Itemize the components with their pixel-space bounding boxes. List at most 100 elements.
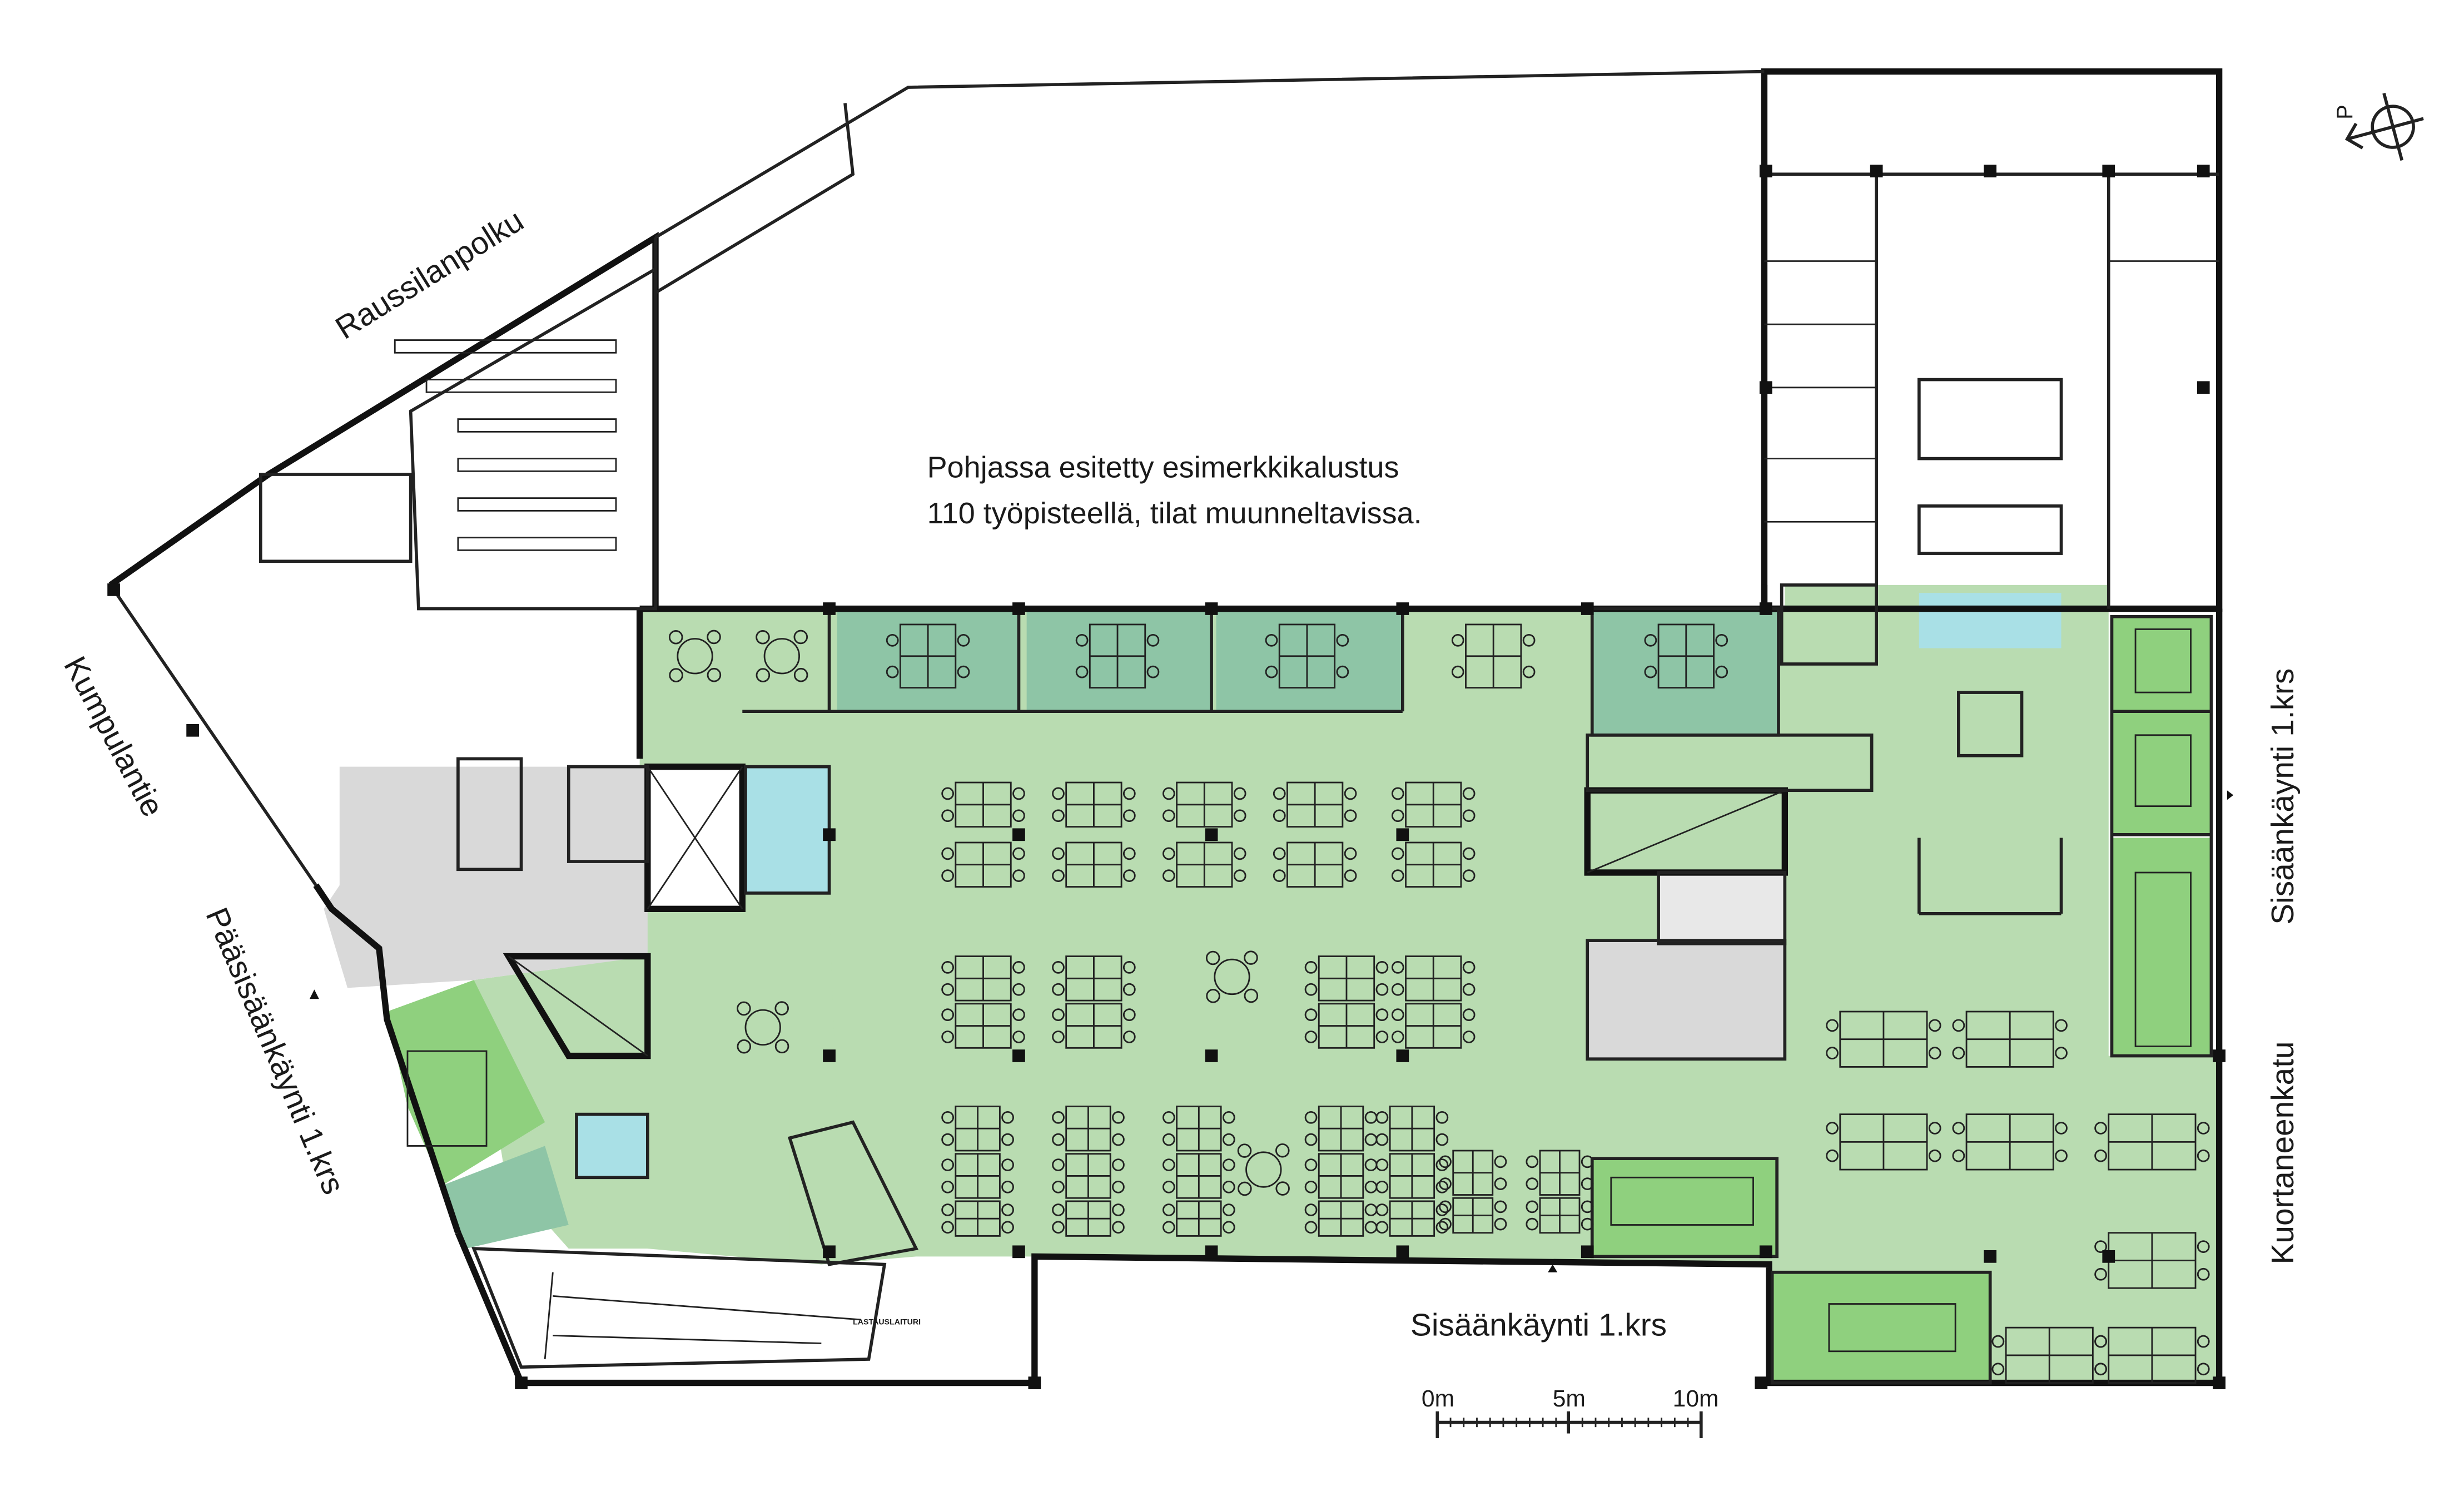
column <box>1205 602 1218 615</box>
chair <box>1162 869 1175 883</box>
desk-cluster <box>886 623 970 688</box>
chair <box>1112 1180 1125 1193</box>
chair <box>756 630 770 645</box>
chair <box>1462 787 1476 800</box>
chair <box>1012 847 1025 860</box>
core-lobby <box>324 766 648 988</box>
chair <box>1162 809 1175 823</box>
chair <box>1122 983 1136 996</box>
round-table <box>1205 950 1259 1003</box>
column <box>1396 828 1409 841</box>
wc-1 <box>745 766 829 893</box>
column <box>515 1376 528 1389</box>
chair <box>1075 665 1089 678</box>
column <box>1984 165 1997 177</box>
desk-cluster <box>1439 1197 1507 1234</box>
main-entrance-label: Pääsisäänkäynti 1.krs <box>198 903 351 1199</box>
chair <box>1435 1203 1449 1216</box>
column <box>1012 1049 1025 1062</box>
chair <box>1122 1008 1136 1022</box>
chair <box>1391 1031 1404 1043</box>
chair <box>1375 1133 1389 1146</box>
chair <box>1122 961 1136 974</box>
chair <box>1122 787 1136 800</box>
chair <box>1304 1180 1318 1193</box>
chair <box>2055 1047 2068 1059</box>
chair <box>1522 633 1536 647</box>
desk-cluster <box>1991 1326 2107 1384</box>
chair <box>1375 1111 1389 1124</box>
desk-cluster <box>1826 1011 1941 1068</box>
chair <box>737 1001 751 1016</box>
column <box>1396 1245 1409 1259</box>
chair <box>1826 1019 1839 1032</box>
chair <box>1052 983 1065 996</box>
chair <box>668 630 683 645</box>
chair <box>2197 1335 2210 1348</box>
column <box>1205 1245 1218 1259</box>
chair <box>774 1001 789 1016</box>
chair <box>1304 1031 1318 1043</box>
chair <box>1375 1158 1389 1171</box>
column <box>1755 1376 1768 1389</box>
chair <box>1122 847 1136 860</box>
meeting-south-1 <box>1592 1158 1777 1257</box>
meeting-table <box>1828 1303 1956 1353</box>
chair <box>1526 1155 1539 1168</box>
chair <box>1265 665 1278 678</box>
chair <box>941 1133 954 1146</box>
desk-cluster <box>2094 1113 2210 1171</box>
seminar-desk-row <box>457 537 617 551</box>
chair <box>1451 665 1464 678</box>
chair <box>1052 869 1065 883</box>
chair <box>941 1111 954 1124</box>
desk-cluster <box>1526 1197 1594 1234</box>
column <box>823 828 836 841</box>
chair <box>1581 1177 1594 1191</box>
chair <box>941 1203 954 1216</box>
table-top <box>763 638 800 675</box>
chair <box>793 630 808 645</box>
chair <box>1439 1155 1452 1168</box>
chair <box>1991 1335 2005 1348</box>
chair <box>2197 1240 2210 1253</box>
chair <box>941 809 954 823</box>
chair <box>1052 1180 1065 1193</box>
desk-cluster <box>941 781 1025 828</box>
column <box>1759 1245 1772 1259</box>
meeting-table <box>2134 628 2192 694</box>
desk-cluster <box>1052 1200 1125 1237</box>
chair <box>1012 1008 1025 1022</box>
core-east-upper <box>1658 872 1785 944</box>
chair <box>1162 1221 1175 1234</box>
chair <box>1391 809 1404 823</box>
desk-cluster <box>941 841 1025 888</box>
chair <box>1344 847 1357 860</box>
desk-cluster <box>1162 1153 1235 1199</box>
chair <box>1052 1031 1065 1043</box>
chair <box>1273 847 1286 860</box>
desk-cluster <box>941 955 1025 1002</box>
chair <box>1952 1019 1965 1032</box>
chair <box>1991 1363 2005 1376</box>
column <box>1012 1245 1025 1259</box>
column <box>1205 828 1218 841</box>
chair <box>2094 1149 2107 1162</box>
chair <box>1344 809 1357 823</box>
chair <box>1122 869 1136 883</box>
chair <box>2055 1122 2068 1135</box>
north-arrow-icon: P <box>2333 92 2424 161</box>
desk-cluster <box>1052 1106 1125 1152</box>
table-top <box>744 1009 781 1046</box>
chair <box>1435 1133 1449 1146</box>
chair <box>941 983 954 996</box>
chair <box>1375 1180 1389 1193</box>
chair <box>1644 665 1657 678</box>
chair <box>1162 1111 1175 1124</box>
desk-cluster <box>1273 781 1357 828</box>
chair <box>1435 1158 1449 1171</box>
furniture-note-line1: Pohjassa esitetty esimerkkikalustus <box>927 451 1399 484</box>
room-top-3 <box>1216 608 1403 712</box>
chair <box>1952 1047 1965 1059</box>
meeting-table <box>1610 1176 1754 1226</box>
